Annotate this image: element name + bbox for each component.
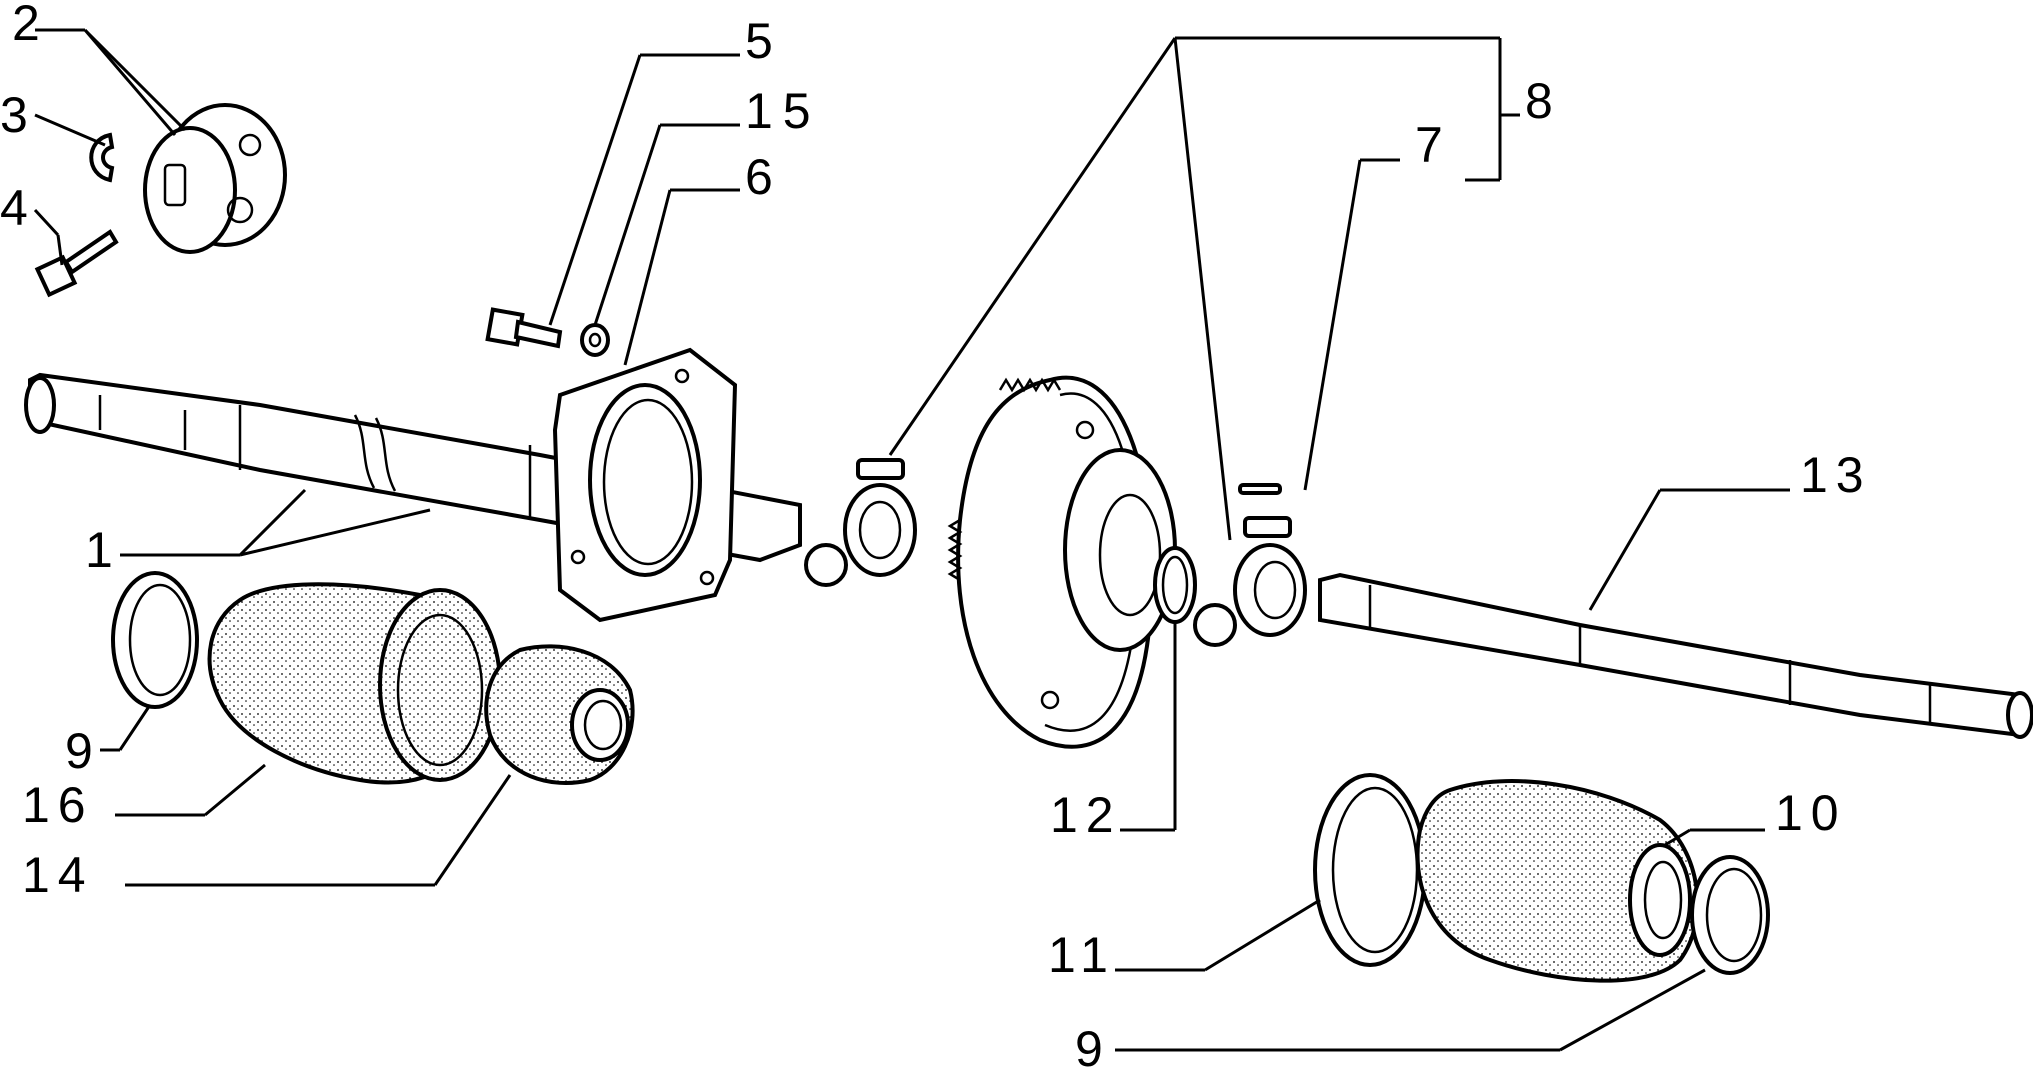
callout-4: 4 [0,180,28,236]
callout-12: 12 [1050,787,1122,843]
callout-11: 11 [1048,927,1116,983]
right-boot-clamp-11 [1313,773,1427,967]
callout-15: 15 [745,83,821,139]
callout-14: 14 [22,847,94,903]
bolt-4 [34,229,119,298]
clip-3 [89,132,115,183]
callout-9-right: 9 [1075,1021,1103,1070]
callout-10: 10 [1775,785,1847,841]
callout-7: 7 [1415,117,1443,173]
right-drive-shaft [1318,572,2033,739]
differential-crown-wheel [947,375,1177,749]
callout-8: 8 [1525,73,1553,129]
callout-16: 16 [22,777,94,833]
right-boot-clamp-9 [1690,855,1770,975]
left-inner-boot-14 [484,644,635,785]
clamp-collar-2 [143,103,287,254]
leader-lines [33,28,1790,1052]
left-boot-16 [207,582,502,785]
callout-3: 3 [0,87,28,143]
callout-6: 6 [745,149,773,205]
washer-15 [580,323,610,357]
callout-5: 5 [745,13,773,69]
callout-13: 13 [1800,447,1872,503]
left-side-gear-8 [804,458,917,587]
callout-9-left: 9 [65,723,93,779]
callout-2: 2 [12,0,40,51]
callout-1: 1 [85,522,113,578]
left-boot-clamp-9 [111,571,199,709]
flange-plate [552,347,738,623]
right-boot-10 [1415,779,1700,983]
right-side-gear-8 [1193,516,1307,647]
shim-7 [1238,483,1282,495]
snap-ring-12 [1153,546,1197,624]
screw-5 [485,307,563,349]
